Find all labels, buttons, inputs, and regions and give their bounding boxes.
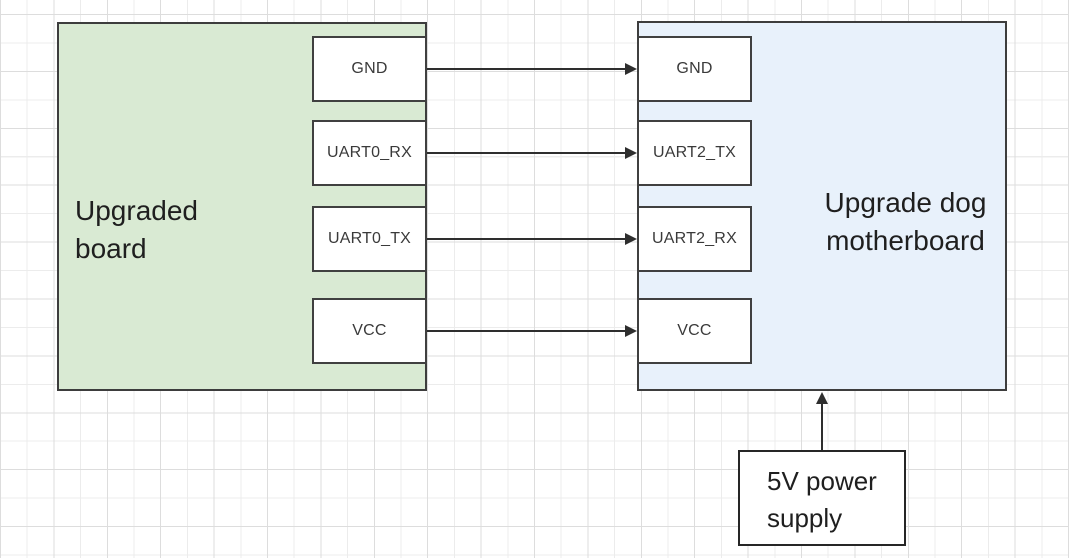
pin-left-uart0-rx[interactable]: UART0_RX xyxy=(312,120,427,186)
pin-left-uart0-tx[interactable]: UART0_TX xyxy=(312,206,427,272)
pin-left-gnd[interactable]: GND xyxy=(312,36,427,102)
pin-right-gnd[interactable]: GND xyxy=(637,36,752,102)
pin-right-uart2-rx-label: UART2_RX xyxy=(652,230,737,247)
arrow-uart0rx-to-uart2tx[interactable] xyxy=(427,147,637,159)
arrow-vcc-to-vcc[interactable] xyxy=(427,325,637,337)
pin-right-uart2-rx[interactable]: UART2_RX xyxy=(637,206,752,272)
pin-left-uart0-rx-label: UART0_RX xyxy=(327,144,412,161)
power-supply-label: 5V power supply xyxy=(767,466,877,533)
motherboard-label: Upgrade dog motherboard xyxy=(824,187,987,256)
pin-left-uart0-tx-label: UART0_TX xyxy=(327,230,412,247)
pin-left-vcc[interactable]: VCC xyxy=(312,298,427,364)
pin-right-vcc[interactable]: VCC xyxy=(637,298,752,364)
pin-left-vcc-label: VCC xyxy=(352,322,387,339)
power-supply-shape[interactable]: 5V power supply xyxy=(738,450,906,546)
pin-right-gnd-label: GND xyxy=(676,60,713,77)
pin-left-gnd-label: GND xyxy=(351,60,388,77)
pin-right-uart2-tx[interactable]: UART2_TX xyxy=(637,120,752,186)
arrow-gnd-to-gnd[interactable] xyxy=(427,63,637,75)
pin-right-uart2-tx-label: UART2_TX xyxy=(652,144,737,161)
arrow-power-to-motherboard[interactable] xyxy=(816,392,828,450)
arrow-uart0tx-to-uart2rx[interactable] xyxy=(427,233,637,245)
pin-right-vcc-label: VCC xyxy=(677,322,712,339)
upgraded-board-label: Upgraded board xyxy=(75,195,198,264)
